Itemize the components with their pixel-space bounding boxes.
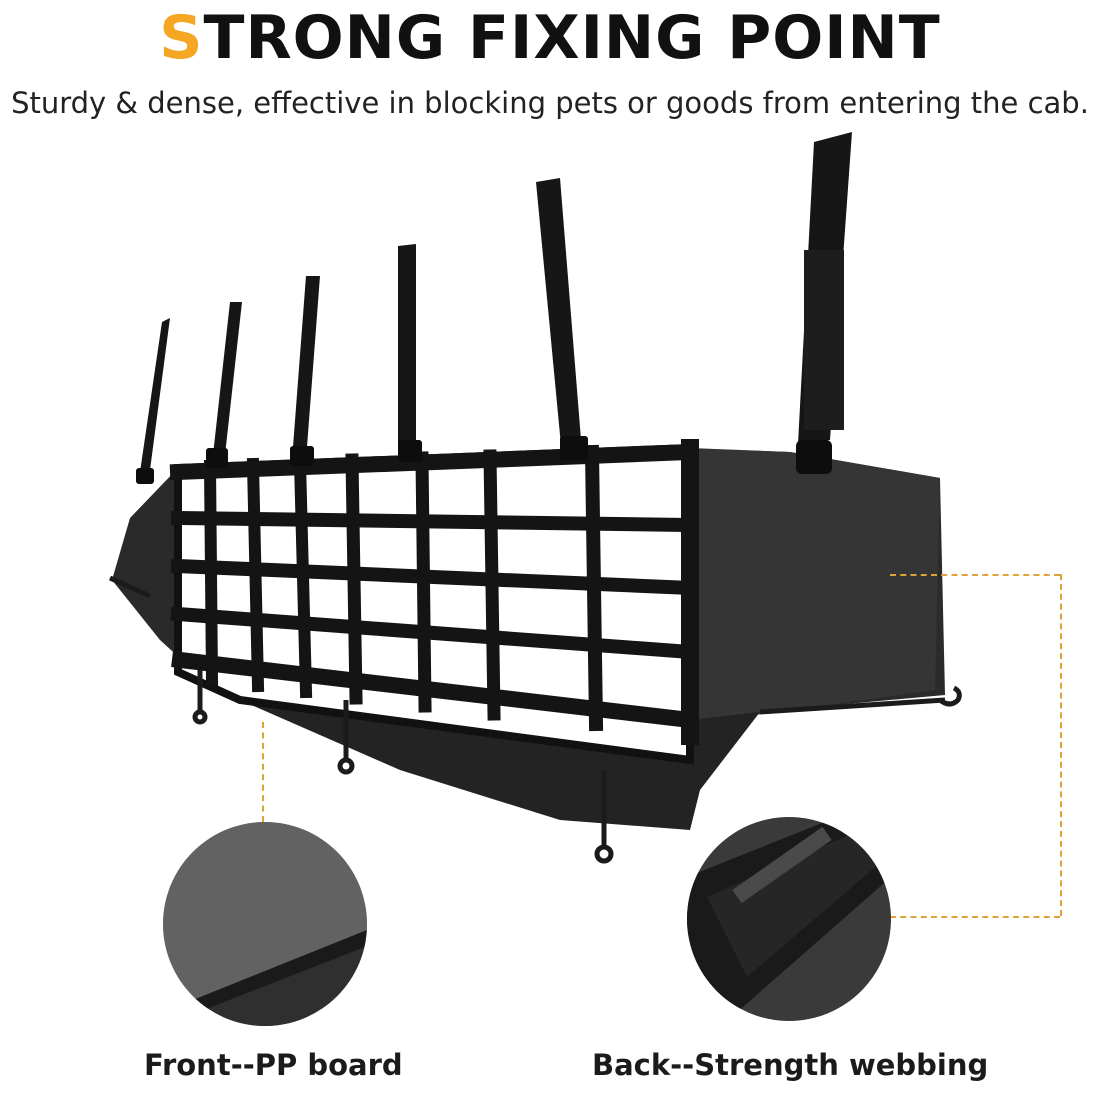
strap-buckles — [136, 436, 832, 484]
top-straps — [140, 132, 852, 472]
title-accent-letter: S — [159, 3, 204, 73]
net-webbing — [169, 439, 699, 745]
webbing-detail-image — [687, 817, 891, 1021]
back-webbing-caption: Back--Strength webbing — [592, 1048, 989, 1082]
left-connector-line — [262, 722, 264, 822]
right-connector-vertical — [1060, 574, 1062, 916]
front-pp-board-caption: Front--PP board — [144, 1048, 403, 1082]
pp-board-detail-image — [163, 822, 367, 1026]
bottom-hooks — [108, 575, 962, 864]
right-connector-top — [890, 574, 1060, 576]
right-connector-bottom — [890, 916, 1060, 918]
page-title: STRONG FIXING POINT — [0, 2, 1100, 74]
title-text: TRONG FIXING POINT — [203, 3, 941, 73]
page-subtitle: Sturdy & dense, effective in blocking pe… — [11, 86, 1089, 120]
